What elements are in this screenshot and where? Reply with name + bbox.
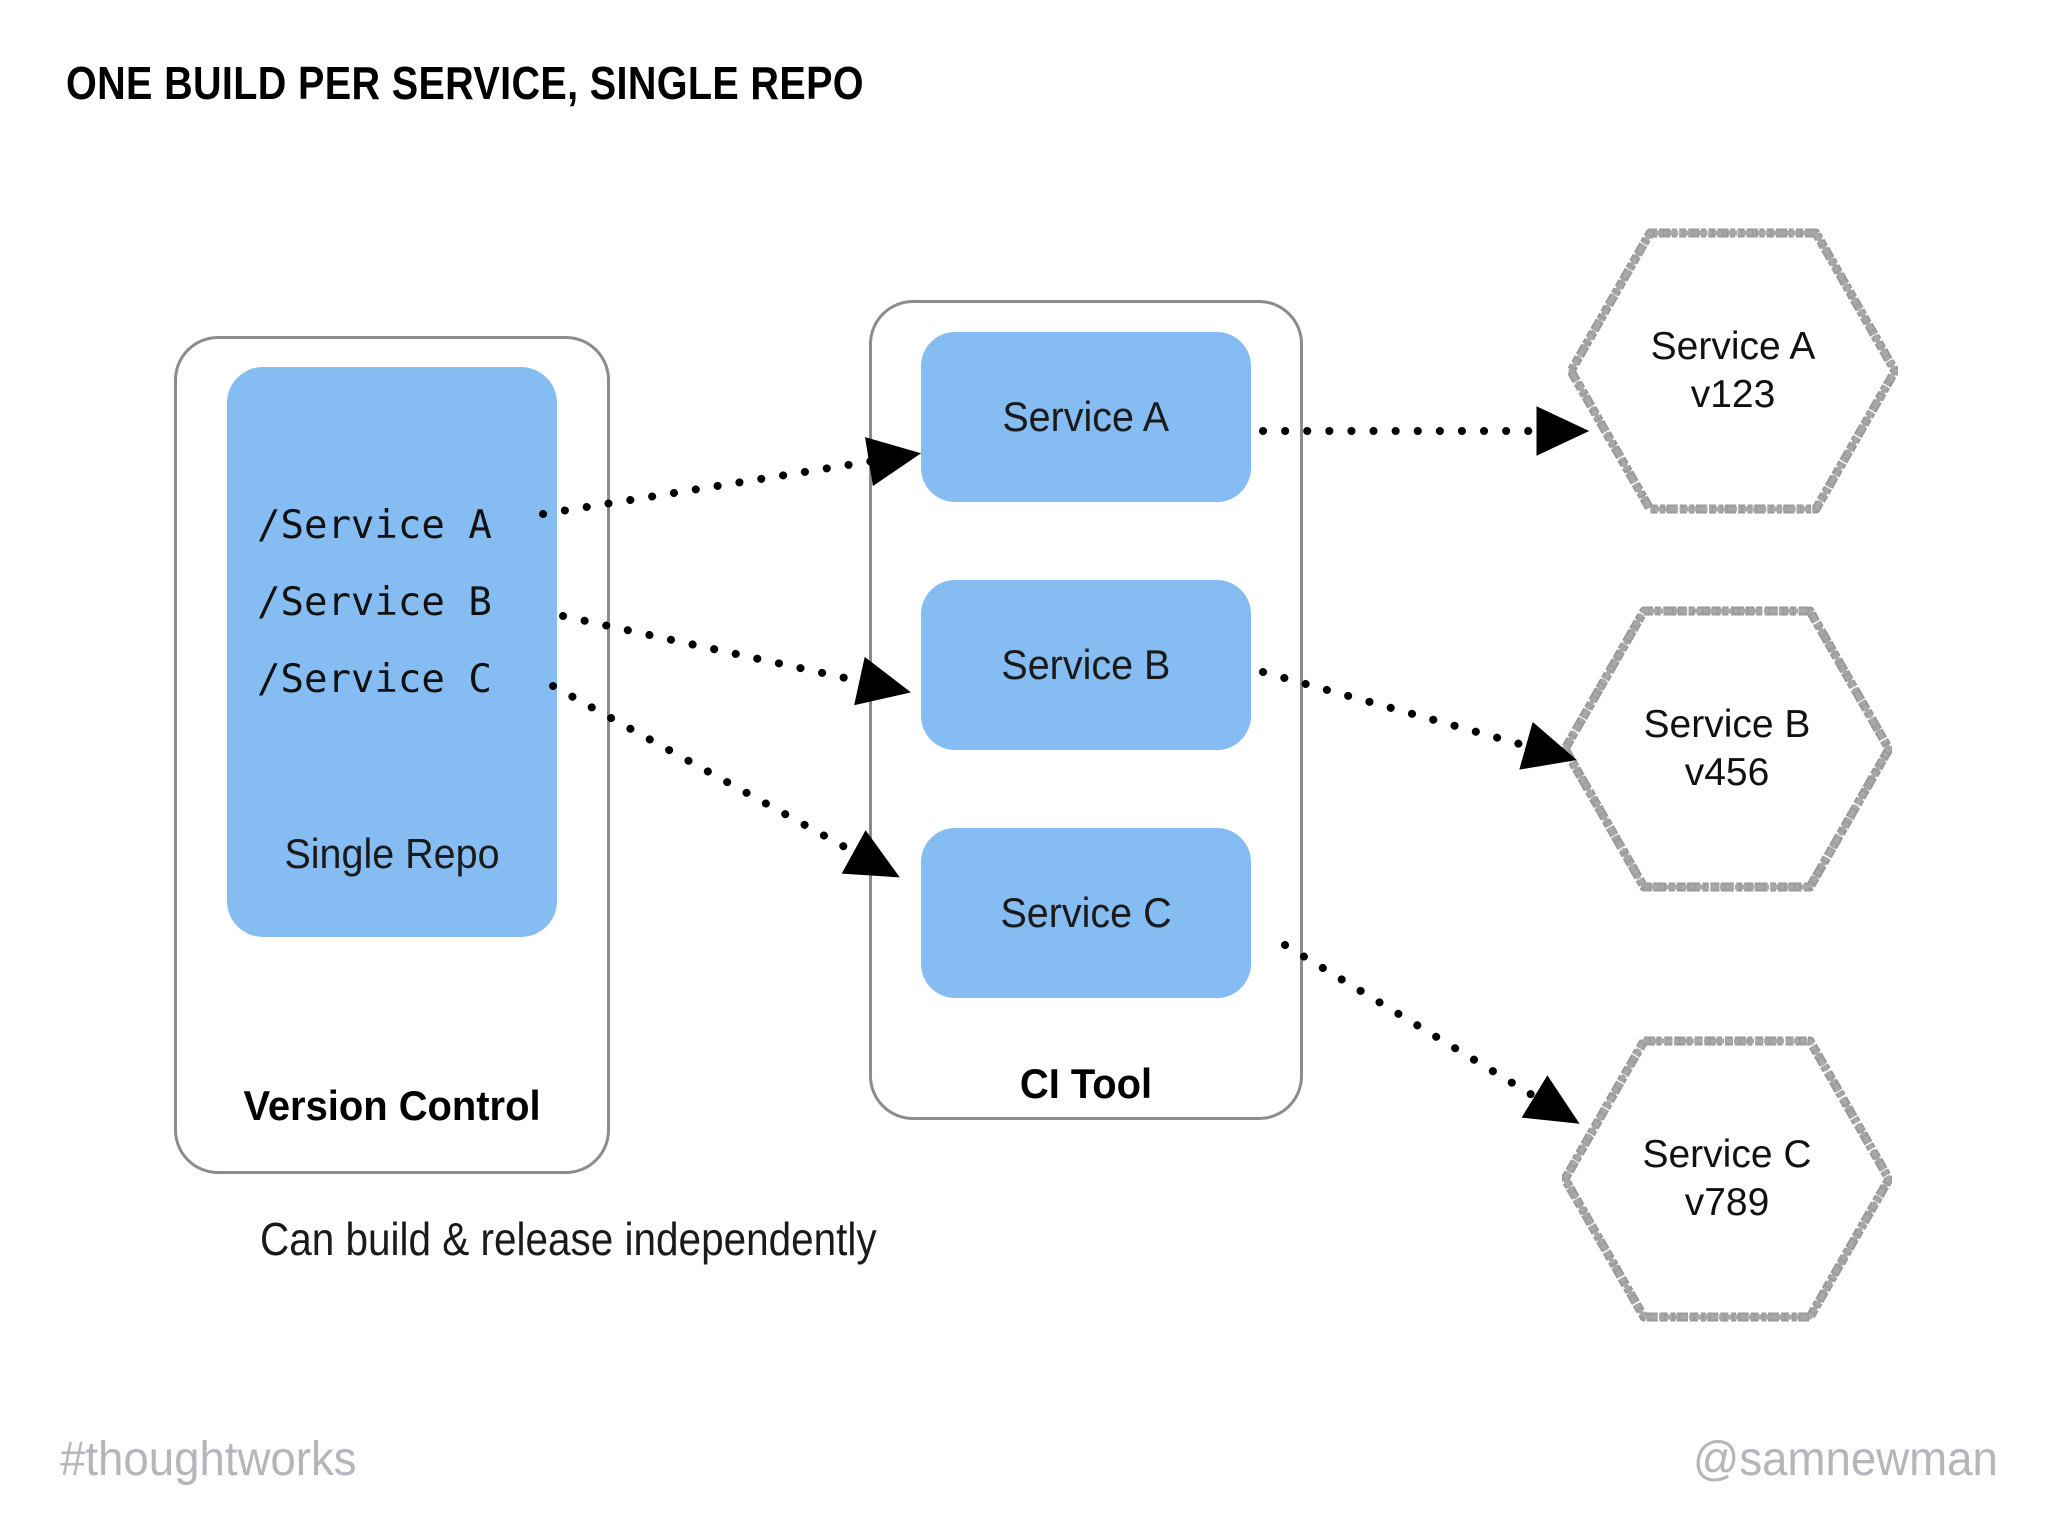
artifact-hexagon-service-c: Service C v789 bbox=[1562, 1036, 1892, 1322]
artifact-version: v123 bbox=[1690, 373, 1776, 416]
repo-path-service-a: /Service A bbox=[257, 503, 492, 548]
artifact-hexagon-service-a: Service A v123 bbox=[1568, 228, 1898, 514]
arrow-build-c-to-artifact-c bbox=[1281, 941, 1580, 1124]
artifact-hexagon-service-b-text: Service B v456 bbox=[1562, 606, 1892, 892]
artifact-name: Service C bbox=[1642, 1133, 1812, 1177]
footer-hashtag: #thoughtworks bbox=[60, 1433, 357, 1486]
repo-path-service-b: /Service B bbox=[257, 580, 492, 625]
ci-build-service-b-label: Service B bbox=[1001, 641, 1171, 688]
hexagon-outline-icon bbox=[1562, 1036, 1892, 1322]
artifact-hexagon-service-c-text: Service C v789 bbox=[1562, 1036, 1892, 1322]
repo-path-service-c: /Service C bbox=[257, 657, 492, 702]
artifact-hexagon-service-b: Service B v456 bbox=[1562, 606, 1892, 892]
page-title: ONE BUILD PER SERVICE, SINGLE REPO bbox=[66, 57, 864, 109]
arrow-repo-b-to-build-b bbox=[559, 612, 911, 706]
artifact-version: v456 bbox=[1684, 751, 1770, 794]
ci-build-service-c: Service C bbox=[921, 828, 1251, 998]
caption-text: Can build & release independently bbox=[260, 1213, 877, 1265]
artifact-name: Service B bbox=[1643, 703, 1811, 747]
version-control-label: Version Control bbox=[243, 1082, 541, 1129]
single-repo-panel: /Service A /Service B /Service C Single … bbox=[227, 367, 557, 937]
footer-handle: @samnewman bbox=[1693, 1433, 1998, 1486]
artifact-name: Service A bbox=[1650, 325, 1816, 369]
artifact-hexagon-service-a-text: Service A v123 bbox=[1568, 228, 1898, 514]
single-repo-label: Single Repo bbox=[284, 830, 500, 877]
ci-build-service-c-label: Service C bbox=[1000, 889, 1172, 936]
hexagon-outline-icon bbox=[1568, 228, 1898, 514]
arrow-build-b-to-artifact-b bbox=[1259, 668, 1577, 770]
ci-build-service-a: Service A bbox=[921, 332, 1251, 502]
ci-build-service-a-label: Service A bbox=[1002, 393, 1170, 440]
artifact-version: v789 bbox=[1684, 1181, 1770, 1224]
ci-tool-label: CI Tool bbox=[1019, 1060, 1153, 1107]
ci-build-service-b: Service B bbox=[921, 580, 1251, 750]
